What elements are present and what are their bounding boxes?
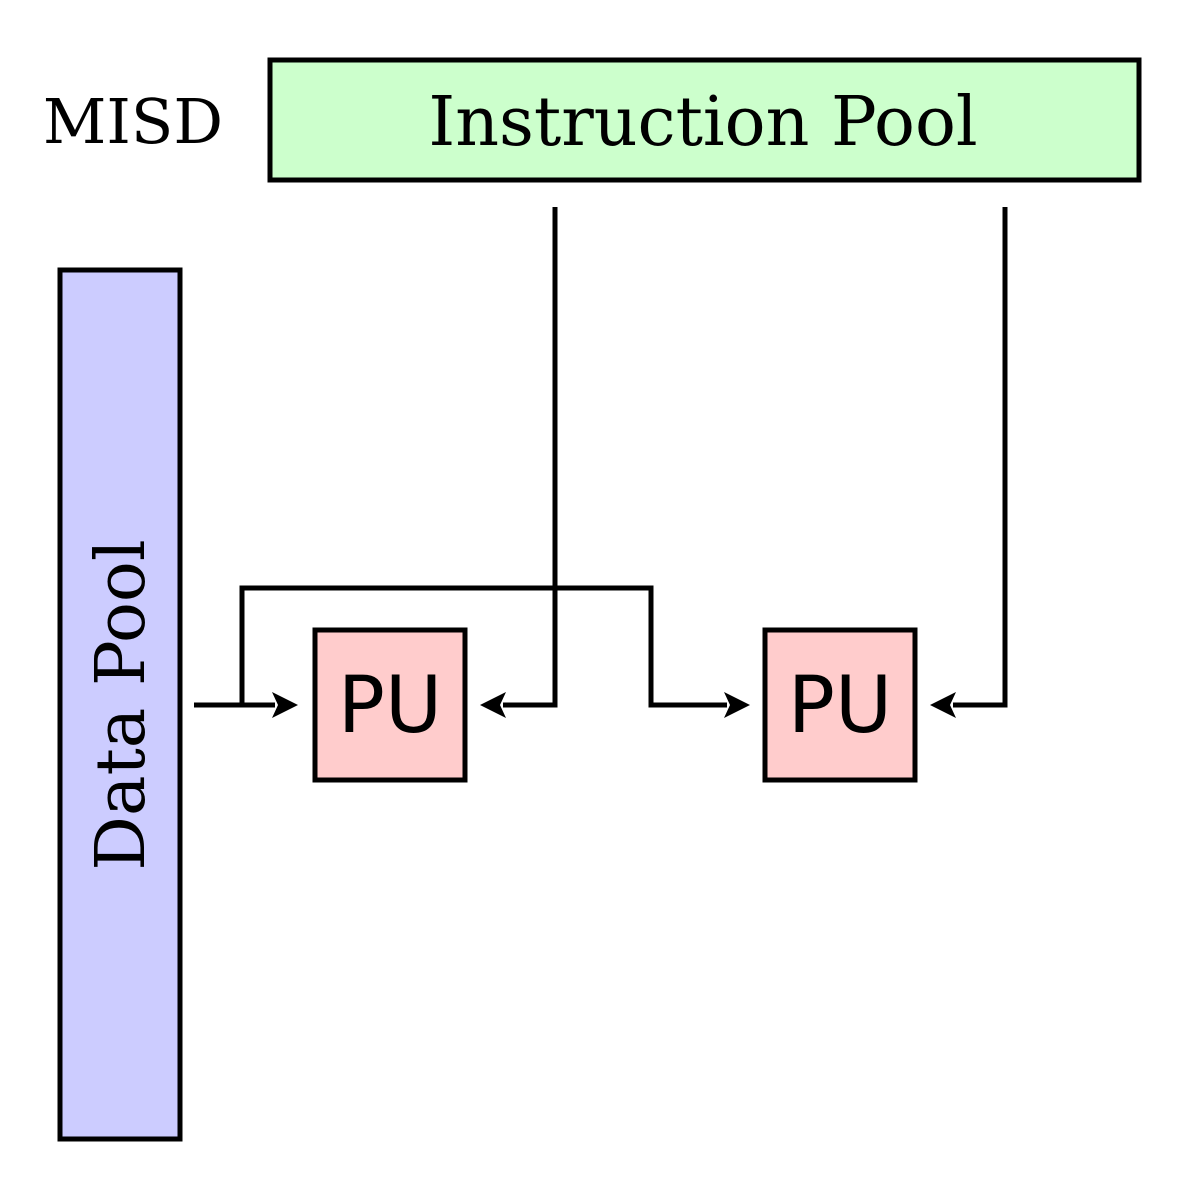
- instruction-stream-2: [930, 207, 1008, 718]
- data-to-pu1-arrowhead: [272, 692, 298, 718]
- instruction-to-pu1-line: [503, 207, 558, 708]
- data-pool: Data Pool: [57, 267, 183, 1142]
- instruction-pool: Instruction Pool: [267, 57, 1142, 183]
- instruction-pool-box: [267, 57, 1142, 183]
- diagram-title: MISD: [43, 85, 223, 158]
- instruction-to-pu2-line: [953, 207, 1008, 708]
- processing-unit-2-box: [762, 627, 918, 783]
- processing-unit-2: PU: [762, 627, 918, 783]
- data-pool-box: [57, 267, 183, 1142]
- instruction-stream-1: [480, 207, 558, 718]
- processing-unit-1-label: PU: [338, 661, 442, 751]
- instruction-pool-label: Instruction Pool: [428, 83, 977, 162]
- data-pool-label: Data Pool: [82, 539, 161, 870]
- data-to-pu2-arrowhead: [724, 692, 750, 718]
- data-branch-to-pu2-line: [239, 585, 727, 708]
- processing-unit-2-label: PU: [788, 661, 892, 751]
- data-stream-connector: [194, 585, 750, 718]
- processing-unit-1-box: [312, 627, 468, 783]
- instruction-to-pu2-arrowhead: [930, 692, 956, 718]
- processing-unit-1: PU: [312, 627, 468, 783]
- instruction-to-pu1-arrowhead: [480, 692, 506, 718]
